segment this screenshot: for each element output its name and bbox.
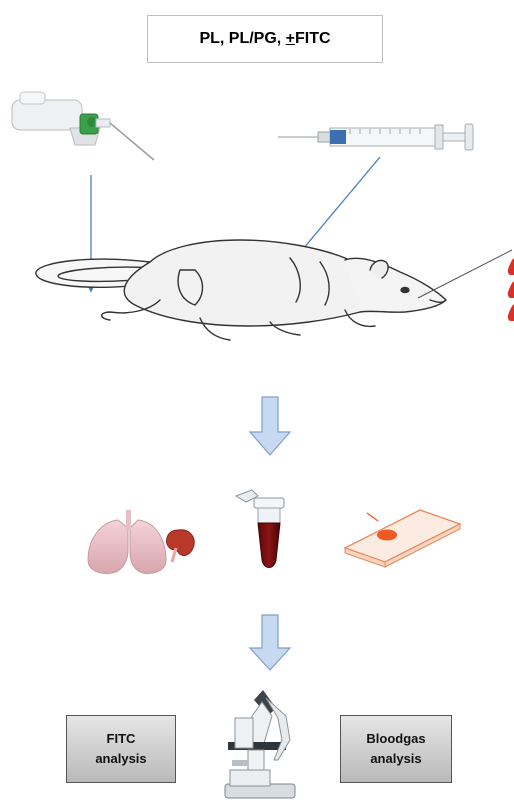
blood-drops-icon [508, 258, 514, 321]
pointer-line [418, 250, 512, 298]
down-arrow-1 [250, 397, 290, 455]
rat-icon [36, 240, 446, 340]
bloodgas-analysis-line1: Bloodgas [366, 729, 425, 749]
fitc-analysis-line2: analysis [95, 749, 146, 769]
blood-tube-icon [236, 490, 284, 568]
down-arrow-2 [250, 615, 290, 670]
bloodgas-analysis-line2: analysis [366, 749, 425, 769]
iv-cannula-icon [12, 92, 154, 160]
blood-smear-slide-icon [345, 510, 460, 567]
lungs-kidney-icon [88, 510, 194, 574]
fitc-analysis-line1: FITC [95, 729, 146, 749]
syringe-icon [278, 124, 473, 150]
fitc-analysis-box: FITC analysis [66, 715, 176, 783]
microscope-icon [225, 690, 295, 798]
bloodgas-analysis-box: Bloodgas analysis [340, 715, 452, 783]
